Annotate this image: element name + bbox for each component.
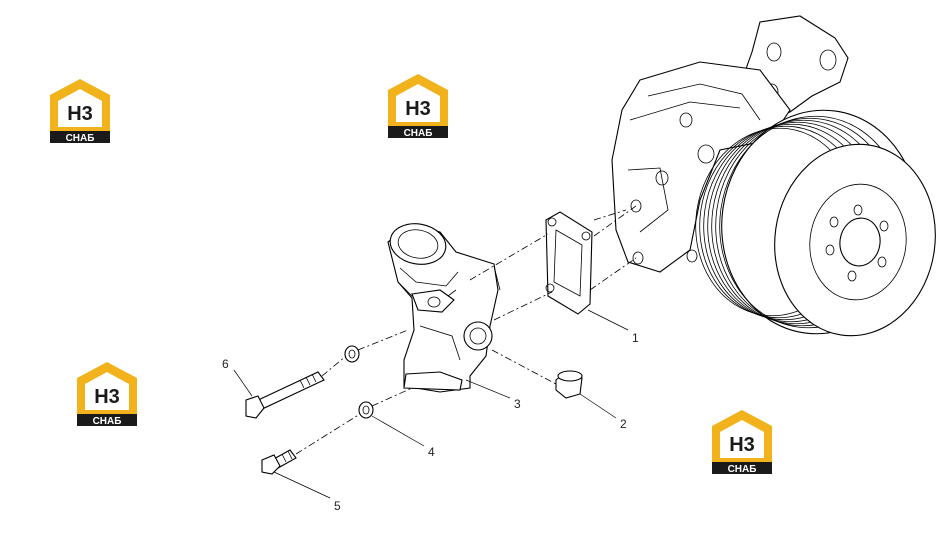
svg-text:3: 3 <box>514 397 521 411</box>
watermark-logo-mid-left: Н3 СНАБ <box>77 362 137 427</box>
svg-text:2: 2 <box>620 417 627 431</box>
washer-upper <box>344 345 360 363</box>
svg-text:Н3: Н3 <box>405 98 431 120</box>
callout-4: 4 <box>371 415 435 459</box>
svg-text:СНАБ: СНАБ <box>404 128 433 139</box>
svg-text:Н3: Н3 <box>67 103 93 125</box>
plug <box>555 370 583 399</box>
svg-text:СНАБ: СНАБ <box>728 464 757 475</box>
svg-text:СНАБ: СНАБ <box>66 133 95 144</box>
svg-text:СНАБ: СНАБ <box>93 416 122 427</box>
watermark-logo-top-left: Н3 СНАБ <box>50 79 110 144</box>
svg-text:4: 4 <box>428 445 435 459</box>
callout-1: 1 <box>587 309 639 345</box>
svg-text:Н3: Н3 <box>94 386 120 408</box>
long-bolt <box>245 371 325 419</box>
short-bolt <box>261 449 297 475</box>
thermostat-housing <box>387 223 501 393</box>
svg-text:5: 5 <box>334 499 341 513</box>
washer-lower <box>358 401 374 419</box>
water-pump-housing <box>611 15 936 337</box>
svg-text:Н3: Н3 <box>729 434 755 456</box>
gasket <box>545 211 593 315</box>
callout-6: 6 <box>222 357 253 397</box>
svg-text:6: 6 <box>222 357 229 371</box>
callout-3: 3 <box>465 379 521 411</box>
callout-5: 5 <box>273 471 341 513</box>
watermark-logo-bottom-right: Н3 СНАБ <box>712 410 772 475</box>
callout-2: 2 <box>579 393 627 431</box>
watermark-logo-top-center: Н3 СНАБ <box>388 74 448 139</box>
svg-text:1: 1 <box>632 331 639 345</box>
assembly-centerlines <box>295 205 637 455</box>
